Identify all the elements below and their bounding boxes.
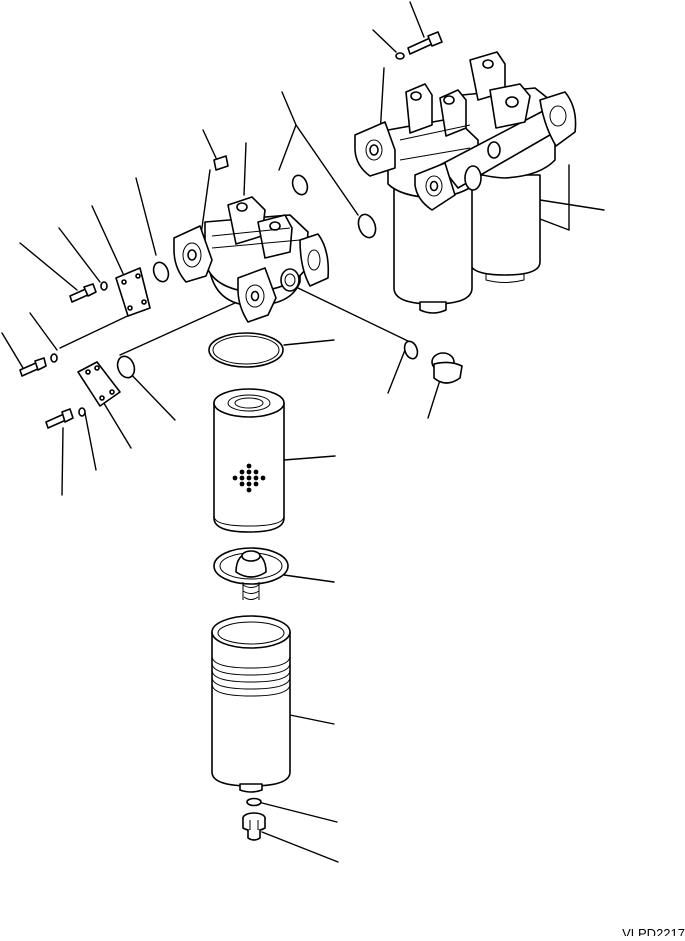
drain-plug <box>243 813 265 840</box>
upper-flange-plate <box>116 268 150 316</box>
flange-bolts <box>20 282 107 428</box>
filter-head <box>174 197 328 322</box>
drain-o-ring <box>247 799 261 806</box>
spring-seat <box>214 548 288 600</box>
o-rings <box>115 173 420 380</box>
lower-flange-plate <box>78 362 120 406</box>
double-filter-housing <box>355 52 576 313</box>
leader-lines <box>2 2 604 862</box>
element-emblem <box>232 463 266 493</box>
upper-bolt <box>396 32 442 59</box>
head-plug <box>214 156 228 170</box>
filter-case <box>212 616 290 792</box>
filter-element <box>214 389 284 532</box>
body-o-ring <box>209 333 283 367</box>
drain-plug-right <box>432 353 462 383</box>
drawing-reference-code: VLPD2217 <box>622 926 685 941</box>
